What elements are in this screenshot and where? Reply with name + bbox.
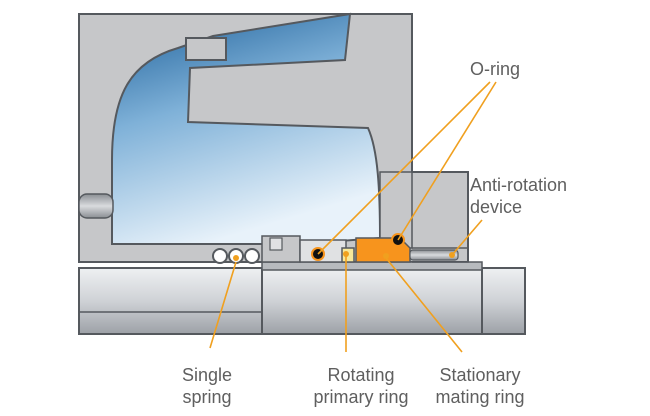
- gland-bottom: [412, 247, 469, 263]
- label-single-spring-line1: Single: [181, 365, 233, 385]
- label-anti-rotation-line1: Anti-rotation: [470, 175, 568, 195]
- label-o-ring: O-ring: [470, 58, 520, 80]
- spring-coil: [244, 248, 260, 264]
- leader-stationary-mating: [385, 257, 463, 353]
- leader-dot: [343, 251, 349, 257]
- label-rotating-primary-ring: Rotating primary ring: [296, 364, 426, 408]
- leader-dot: [233, 255, 239, 261]
- label-rotating-primary-line2: primary ring: [313, 387, 409, 407]
- drain-pin: [78, 193, 114, 219]
- label-stationary-mating-line1: Stationary: [439, 365, 521, 385]
- label-anti-rotation-line2: device: [470, 197, 523, 217]
- leader-lines: [209, 81, 497, 353]
- spring-coil: [212, 248, 228, 264]
- leader-o-ring-stationary: [397, 81, 497, 241]
- leader-dot: [383, 253, 389, 259]
- leader-single-spring: [209, 261, 237, 349]
- housing-block: [185, 37, 227, 61]
- label-o-ring-text: O-ring: [470, 59, 521, 79]
- retainer-notch: [269, 237, 283, 251]
- label-rotating-primary-line1: Rotating: [327, 365, 395, 385]
- anti-rotation-pin: [409, 249, 459, 261]
- shaft: [78, 267, 526, 335]
- label-stationary-mating-line2: mating ring: [435, 387, 525, 407]
- label-anti-rotation-device: Anti-rotation device: [470, 174, 567, 218]
- leader-o-ring-rotating: [317, 81, 491, 255]
- leader-anti-rotation: [451, 219, 483, 256]
- label-single-spring: Single spring: [170, 364, 244, 408]
- label-single-spring-line2: spring: [182, 387, 232, 407]
- label-stationary-mating-ring: Stationary mating ring: [422, 364, 538, 408]
- leader-dot: [449, 252, 455, 258]
- shaft-sleeve: [261, 261, 483, 271]
